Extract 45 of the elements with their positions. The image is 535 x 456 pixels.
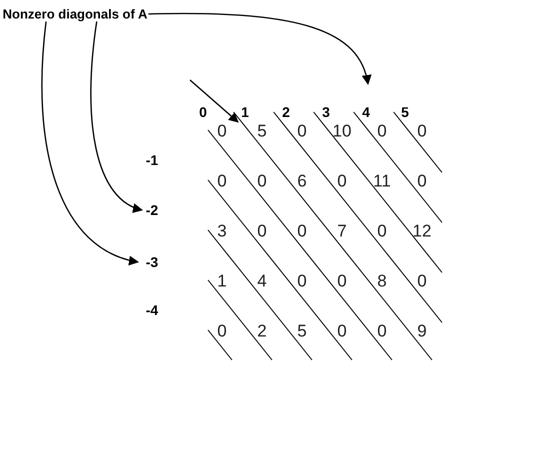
matrix-entry: 0 xyxy=(337,272,347,290)
matrix-entry: 0 xyxy=(377,222,387,240)
arrow xyxy=(190,80,239,123)
title-text: Nonzero diagonals of A xyxy=(2,8,148,20)
matrix-entry: 0 xyxy=(217,322,227,340)
matrix-entry: 0 xyxy=(217,122,227,140)
diagonal-number: 5 xyxy=(401,105,409,119)
arrow xyxy=(148,12,371,85)
matrix-entry: 7 xyxy=(337,222,347,240)
matrix-entry: 5 xyxy=(297,322,307,340)
arrow xyxy=(90,21,143,212)
matrix-entry: 0 xyxy=(417,122,427,140)
diagonal-number: 4 xyxy=(362,105,370,119)
diagonal-number: 3 xyxy=(322,105,330,119)
matrix-entry: 11 xyxy=(373,172,391,190)
diagonal-number: 2 xyxy=(282,105,290,119)
diagonal-number: 0 xyxy=(199,105,207,119)
matrix-entry: 0 xyxy=(417,172,427,190)
arrow xyxy=(41,21,139,265)
matrix-entry: 8 xyxy=(377,272,387,290)
matrix-entry: 0 xyxy=(217,172,227,190)
matrix-entry: 1 xyxy=(217,272,227,290)
diagonal-number: -2 xyxy=(146,203,158,217)
matrix-entry: 0 xyxy=(337,322,347,340)
matrix-entry: 10 xyxy=(332,122,352,140)
matrix-entry: 12 xyxy=(412,222,432,240)
diagonal-number: -4 xyxy=(146,303,158,317)
matrix-entry: 0 xyxy=(377,122,387,140)
matrix-entry: 0 xyxy=(377,322,387,340)
matrix-entry: 0 xyxy=(297,222,307,240)
matrix-entry: 0 xyxy=(417,272,427,290)
diagonal-number: -1 xyxy=(146,153,158,167)
diagonal-number: 1 xyxy=(241,105,249,119)
matrix-entry: 2 xyxy=(257,322,267,340)
matrix-entry: 0 xyxy=(257,222,267,240)
matrix-entry: 0 xyxy=(337,172,347,190)
matrix-entry: 0 xyxy=(297,122,307,140)
matrix-entry: 5 xyxy=(257,122,267,140)
matrix-entry: 6 xyxy=(297,172,307,190)
matrix-entry: 0 xyxy=(257,172,267,190)
matrix-entry: 9 xyxy=(417,322,427,340)
diagonal-number: -3 xyxy=(146,255,158,269)
matrix-entry: 3 xyxy=(217,222,227,240)
matrix-entry: 0 xyxy=(297,272,307,290)
matrix-entry: 4 xyxy=(257,272,267,290)
